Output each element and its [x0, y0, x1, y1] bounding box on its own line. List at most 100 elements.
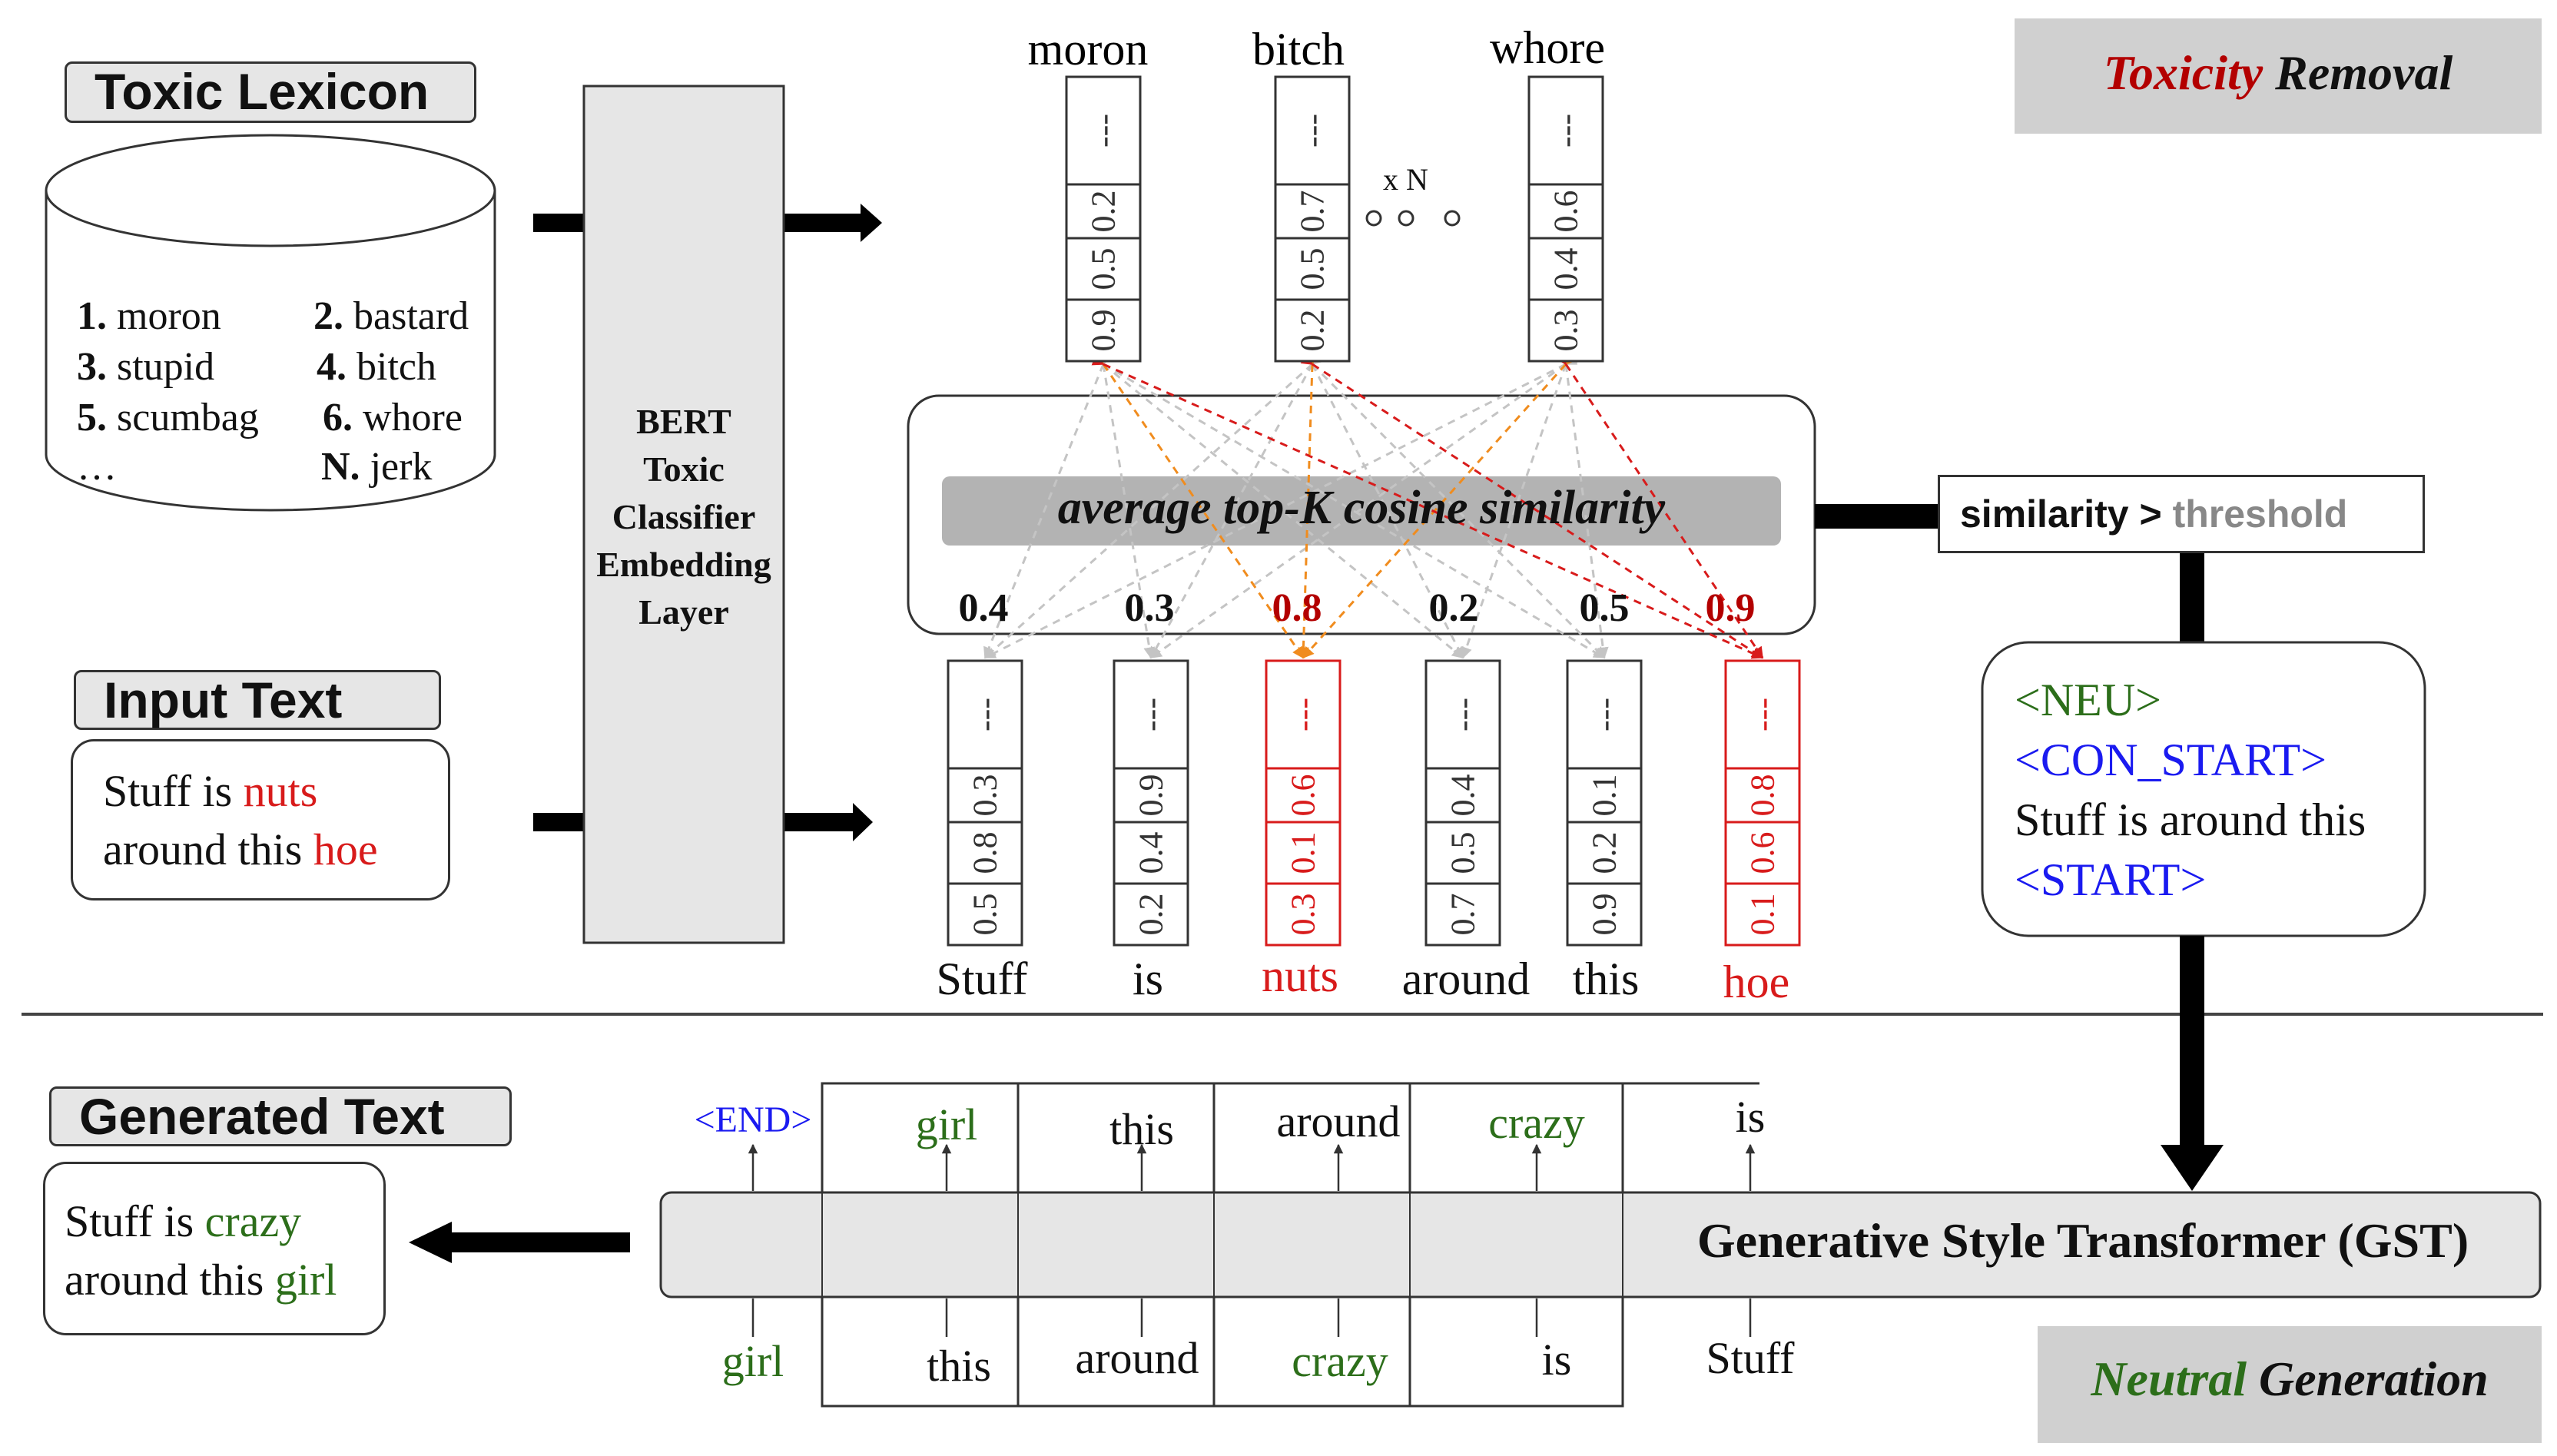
vector-cells: ---0.20.50.9---0.70.50.2---0.60.40.3---0…	[947, 75, 1801, 947]
lexicon-item-2: 2. bastard	[313, 294, 469, 338]
generated-word-crazy: crazy	[204, 1196, 302, 1246]
gst-input-stairs	[821, 1297, 1624, 1408]
bert-label: BERT Toxic Classifier Embedding Layer	[596, 402, 771, 632]
gst-output-is: is	[1735, 1092, 1766, 1142]
lexicon-item-n: N. jerk	[321, 445, 433, 489]
generated-word-girl: girl	[274, 1255, 337, 1305]
toxic-vector-moron-cell-3: 0.9	[1085, 310, 1123, 352]
input-vector-hoe-cell-3: 0.1	[1744, 894, 1782, 936]
input-vector-around-cell-1: 0.4	[1444, 774, 1482, 817]
input-vector-hoe-cell-2: 0.6	[1744, 832, 1782, 874]
toxicity-removal-label: Toxicity Removal	[2103, 45, 2453, 100]
times-n-label: x N	[1383, 162, 1428, 197]
score-hoe: 0.9	[1705, 586, 1756, 630]
toxic-lexicon-header: Toxic Lexicon	[65, 61, 476, 123]
score-nuts: 0.8	[1272, 586, 1322, 630]
toxic-vector-moron-cell-2: 0.5	[1085, 248, 1123, 290]
ellipsis-dots	[1365, 210, 1461, 227]
bert-panel	[582, 85, 785, 944]
input-vector-nuts-cell-3: 0.3	[1285, 894, 1322, 936]
input-text-box	[71, 739, 450, 900]
score-is: 0.3	[1124, 586, 1175, 630]
input-text-header: Input Text	[74, 670, 441, 730]
toxic-vector-label-whore: whore	[1490, 22, 1605, 73]
threshold-prefix: similarity >	[1960, 493, 2162, 536]
toxic-vector-bitch-cell-0: ---	[1294, 114, 1332, 148]
similarity-label: average top-K cosine similarity	[1057, 482, 1666, 534]
generated-word-stuff-is: Stuff is	[65, 1196, 194, 1246]
input-vector-label-stuff: Stuff	[936, 954, 1028, 1004]
input-vector-around: --- 0.4 0.5 0.7	[1424, 659, 1501, 947]
toxic-vector-moron-cell-1: 0.2	[1085, 191, 1123, 233]
toxic-vector-whore-cell-3: 0.3	[1547, 310, 1585, 352]
input-word-around-this: around this	[103, 824, 303, 874]
input-vector-nuts-cell-1: 0.6	[1285, 774, 1322, 817]
input-vector-nuts-cell-2: 0.1	[1285, 832, 1322, 874]
input-vector-is-cell-2: 0.4	[1133, 832, 1170, 874]
lexicon-item-5: 5. scumbag	[77, 396, 259, 439]
input-vector-label-this: this	[1572, 954, 1640, 1004]
input-vector-is-cell-3: 0.2	[1133, 894, 1170, 936]
lexicon-item-4: 4. bitch	[317, 345, 436, 389]
toxic-vector-bitch-cell-2: 0.5	[1294, 248, 1332, 290]
input-vector-label-is: is	[1132, 954, 1164, 1004]
input-vector-Stuff-cell-1: 0.3	[967, 774, 1004, 817]
gst-output-arrows	[748, 1143, 1756, 1191]
input-vector-around-cell-2: 0.5	[1444, 832, 1482, 874]
score-stuff: 0.4	[958, 586, 1009, 630]
prompt-content: <NEU> <CON_START> Stuff is around this <…	[2015, 670, 2366, 910]
input-vector-label-hoe: hoe	[1723, 957, 1790, 1007]
input-vector-nuts: ---0.60.10.3	[1265, 659, 1342, 947]
toxic-vector-whore-cell-2: 0.4	[1547, 248, 1585, 290]
input-vector-this-cell-0: ---	[1586, 698, 1623, 731]
gst-label: Generative Style Transformer (GST)	[1696, 1213, 2469, 1268]
threshold-suffix: threshold	[2172, 493, 2348, 536]
gst-output-stairs	[821, 1082, 1759, 1192]
prompt-neu-token: <NEU>	[2015, 675, 2161, 725]
toxicity-removal-bg	[2015, 18, 2542, 134]
toxic-vector-whore-cell-1: 0.6	[1547, 191, 1585, 233]
toxic-vector-bitch-cell-3: 0.2	[1294, 310, 1332, 352]
generated-text-content: Stuff is crazy around this girl	[65, 1192, 337, 1309]
input-vector-is-cell-0: ---	[1133, 698, 1170, 731]
prompt-text: Stuff is around this	[2015, 794, 2366, 845]
lexicon-database	[45, 134, 496, 512]
input-vector-is: ---0.90.40.2	[1113, 659, 1189, 947]
toxic-vector-moron: ---0.20.50.9	[1065, 75, 1142, 363]
input-word-hoe: hoe	[313, 824, 378, 874]
gst-output-girl: girl	[915, 1099, 978, 1149]
neutral-generation-bg	[2038, 1326, 2542, 1443]
neutral-generation-label: Neutral Generation	[2091, 1352, 2489, 1406]
gst-input-around: around	[1075, 1333, 1199, 1383]
generated-text-header: Generated Text	[49, 1086, 512, 1146]
score-around: 0.2	[1428, 586, 1479, 630]
input-vector-this-cell-2: 0.2	[1586, 832, 1623, 874]
toxic-vector-bitch-cell-1: 0.7	[1294, 191, 1332, 233]
input-vector-label-around: around	[1401, 954, 1531, 1004]
input-vector-Stuff-cell-0: ---	[967, 698, 1004, 731]
input-vector-this-cell-1: 0.1	[1586, 774, 1623, 817]
edge-whore-hoe	[1555, 352, 1764, 659]
gst-input-this: this	[927, 1341, 991, 1391]
input-vector-Stuff-cell-2: 0.8	[967, 832, 1004, 874]
input-vector-around-cell-3: 0.7	[1444, 894, 1482, 936]
gst-output-around: around	[1276, 1096, 1401, 1146]
toxic-vector-label-bitch: bitch	[1252, 24, 1345, 75]
toxic-vector-label-moron: moron	[1027, 24, 1149, 75]
input-vector-this-cell-3: 0.9	[1586, 894, 1623, 936]
toxic-vector-whore: ---0.60.40.3	[1527, 75, 1604, 363]
gst-input-girl: girl	[721, 1336, 784, 1386]
input-vector-Stuff-cell-3: 0.5	[967, 894, 1004, 936]
lexicon-item-6: 6. whore	[323, 396, 463, 439]
input-vector-around-cell-0: ---	[1444, 698, 1482, 731]
gst-input-stuff: Stuff	[1706, 1333, 1795, 1383]
gst-output-crazy: crazy	[1488, 1098, 1585, 1148]
input-vector-hoe: ---0.80.60.1	[1724, 659, 1801, 947]
gst-bar	[659, 1191, 2542, 1298]
input-vector-Stuff: --- 0.3 0.8 0.5	[947, 659, 1023, 947]
input-word-nuts: nuts	[243, 766, 318, 816]
prompt-start-token: <START>	[2015, 854, 2207, 905]
gst-output-end: <END>	[694, 1099, 812, 1140]
gst-input-is: is	[1541, 1335, 1572, 1385]
